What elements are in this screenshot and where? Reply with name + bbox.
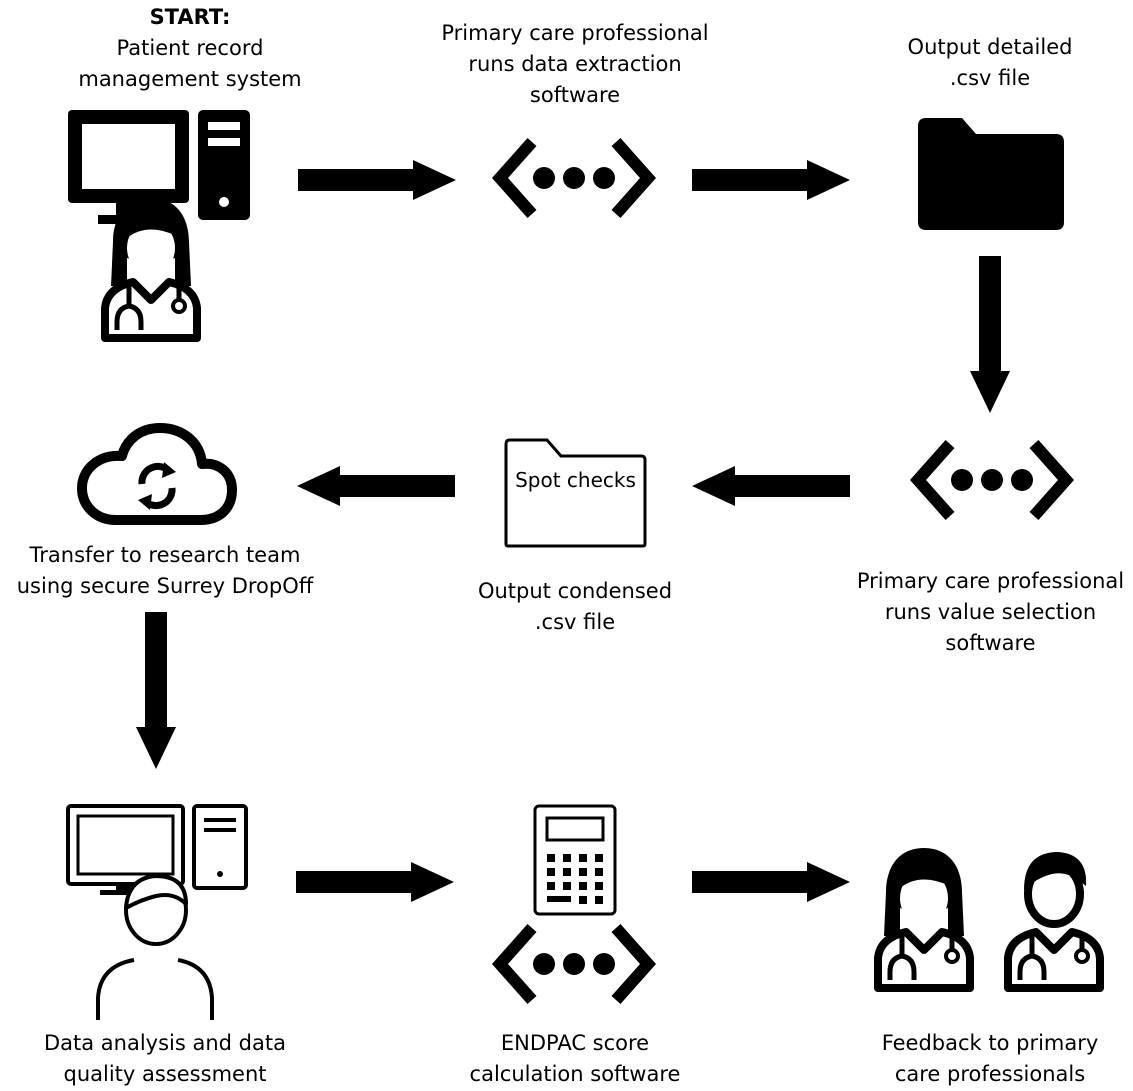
code-icon [909, 440, 1075, 520]
value-selection-line-2: runs value selection [884, 600, 1097, 624]
folder-icon [918, 118, 1064, 230]
doctor-male-icon [1004, 852, 1104, 992]
analysis-line-2: quality assessment [63, 1062, 267, 1086]
code-icon [491, 924, 657, 1004]
output-condensed-line-1: Output condensed [477, 579, 673, 603]
extraction-line-2: runs data extraction [468, 52, 682, 76]
extraction-line-1: Primary care professional [441, 21, 709, 45]
arrow-output-to-value-selection [970, 256, 1010, 413]
arrow-condensed-to-transfer [297, 466, 455, 506]
person-icon [96, 874, 214, 1020]
arrow-transfer-to-analysis [136, 612, 176, 769]
value-selection-line-1: Primary care professional [856, 569, 1125, 593]
arrow-extraction-to-output [692, 160, 850, 200]
value-selection-label: Primary care professional runs value sel… [848, 566, 1133, 659]
code-icon [491, 138, 657, 218]
doctor-female-icon [874, 848, 974, 992]
feedback-label: Feedback to primary care professionals [855, 1028, 1125, 1090]
output-detailed-line-1: Output detailed [907, 35, 1073, 59]
start-line-2: management system [78, 67, 302, 91]
start-line-1: Patient record [116, 36, 264, 60]
transfer-label: Transfer to research team using secure S… [0, 540, 330, 602]
arrow-analysis-to-endpac [296, 862, 454, 902]
computer-icon [66, 804, 248, 895]
endpac-label: ENDPAC score calculation software [440, 1028, 710, 1090]
endpac-line-2: calculation software [469, 1062, 681, 1086]
output-condensed-label: Output condensed .csv file [455, 576, 695, 638]
arrow-value-selection-to-condensed [692, 466, 850, 506]
arrow-start-to-extraction [298, 160, 456, 200]
value-selection-line-3: software [945, 631, 1036, 655]
arrow-endpac-to-feedback [692, 862, 850, 902]
analysis-line-1: Data analysis and data [43, 1031, 286, 1055]
transfer-line-1: Transfer to research team [29, 543, 301, 567]
output-condensed-line-2: .csv file [534, 610, 616, 634]
endpac-line-1: ENDPAC score [500, 1031, 650, 1055]
extraction-line-3: software [529, 83, 621, 107]
output-detailed-line-2: .csv file [949, 66, 1031, 90]
cloud-sync-icon [77, 423, 237, 525]
calculator-icon [533, 804, 617, 916]
feedback-line-1: Feedback to primary [881, 1031, 1099, 1055]
spot-checks-text: Spot checks [515, 468, 636, 492]
output-detailed-label: Output detailed .csv file [870, 32, 1110, 94]
start-prefix: START: [149, 5, 231, 29]
transfer-line-2: using secure Surrey DropOff [16, 574, 314, 598]
extraction-label: Primary care professional runs data extr… [420, 18, 730, 111]
doctor-female-icon [101, 198, 201, 342]
feedback-line-2: care professionals [894, 1062, 1086, 1086]
start-label: START: Patient record management system [60, 2, 320, 95]
analysis-label: Data analysis and data quality assessmen… [20, 1028, 310, 1090]
computer-icon [68, 110, 250, 224]
folder-outline-icon: Spot checks [503, 436, 648, 549]
